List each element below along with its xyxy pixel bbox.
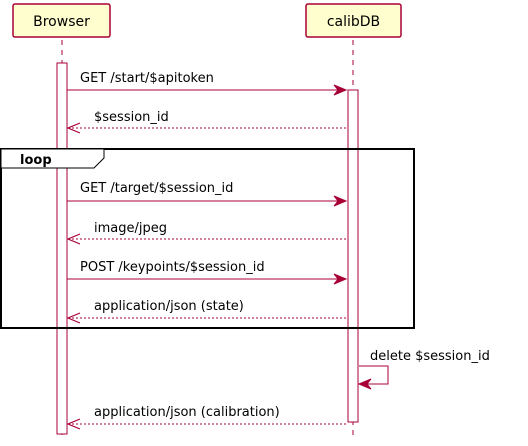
loop-fragment: loop [0, 148, 415, 329]
loop-tab [0, 148, 105, 169]
message-label: GET /start/$apitoken [80, 71, 214, 86]
participant-browser: Browser [12, 3, 111, 38]
message-get-start: GET /start/$apitoken [67, 71, 348, 96]
message-session-id: $session_id [66, 110, 346, 134]
activation-calibdb [347, 89, 359, 423]
message-get-target: GET /target/$session_id [67, 181, 348, 207]
loop-frame [0, 148, 415, 329]
message-label: $session_id [94, 110, 169, 125]
message-delete-session: delete $session_id [357, 349, 490, 390]
message-label: application/json (calibration) [94, 405, 280, 420]
message-label: delete $session_id [370, 349, 490, 364]
message-label: GET /target/$session_id [80, 181, 233, 196]
activation-browser [56, 62, 68, 435]
message-json-calibration: application/json (calibration) [66, 405, 346, 430]
participant-calibdb: calibDB [305, 3, 402, 38]
loop-label: loop [20, 153, 52, 168]
message-image-jpeg: image/jpeg [66, 221, 346, 245]
message-label: POST /keypoints/$session_id [80, 260, 265, 275]
message-label: image/jpeg [94, 221, 167, 236]
participant-browser-name: Browser [33, 14, 90, 30]
message-post-keypoints: POST /keypoints/$session_id [67, 260, 348, 285]
message-label: application/json (state) [94, 299, 244, 314]
message-json-state: application/json (state) [66, 299, 346, 324]
participant-calibdb-name: calibDB [327, 14, 380, 30]
